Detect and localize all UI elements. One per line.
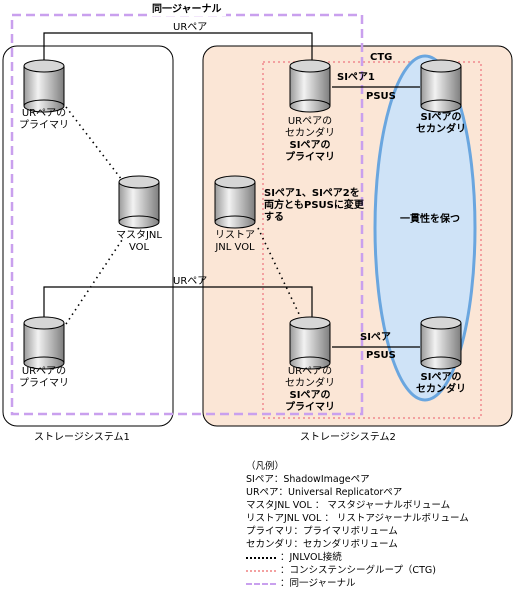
same-journal-title: 同一ジャーナル [148, 4, 226, 16]
ur-pair-label-top: URペア [173, 22, 208, 33]
cylinder-primary-top [23, 59, 65, 113]
ctg-label: CTG [370, 52, 393, 63]
secondary-bottom-label: URペアの セカンダリ SIペアの プライマリ [285, 366, 335, 413]
legend-symbol-row: ：同一ジャーナル [246, 577, 511, 590]
si-pair2-label: SIペア [360, 332, 391, 343]
secondary-top-label: URペアの セカンダリ SIペアの プライマリ [285, 116, 335, 163]
cylinder-restore-jnl [214, 175, 256, 229]
ctg-box [262, 61, 482, 419]
cylinder-secondary-top [289, 59, 331, 113]
primary-bottom-label: URペアの プライマリ [19, 366, 69, 389]
jnl-connection [65, 239, 123, 325]
si-secondary-bottom-label: SIペアの セカンダリ [416, 372, 466, 395]
storage-system-2-caption: ストレージシステム2 [300, 432, 396, 443]
legend-line: SIペア：ShadowImageペア [246, 474, 370, 485]
psus-label-1: PSUS [366, 91, 396, 102]
cylinder-si-secondary-top [420, 59, 462, 113]
psus-label-2: PSUS [366, 350, 396, 361]
restore-jnl-label: リストア JNL VOL [215, 230, 255, 253]
legend-line: セカンダリ：セカンダリボリューム [246, 539, 398, 550]
legend-title: （凡例） [246, 461, 285, 472]
consistency-label: 一貫性を保つ [400, 214, 460, 225]
psus-change-note: SIペア1、SIペア2を 両方ともPSUSに変更 する [264, 188, 364, 223]
legend-line: プライマリ：プライマリボリューム [246, 526, 398, 537]
cylinder-master-jnl [118, 175, 160, 229]
si-secondary-top-label: SIペアの セカンダリ [416, 112, 466, 135]
legend-line: URペア：Universal Replicatorペア [246, 487, 403, 498]
legend-symbol-row: ：JNLVOL接続 [246, 551, 511, 564]
consistency-ellipse [373, 54, 477, 402]
legend-line: リストアJNL VOL ： リストアジャーナルボリューム [246, 513, 469, 524]
storage-system-1-caption: ストレージシステム1 [34, 432, 130, 443]
legend-line: マスタJNL VOL ： マスタジャーナルボリューム [246, 500, 451, 511]
dotted-pink-line-icon [246, 564, 280, 577]
legend: （凡例） SIペア：ShadowImageペア URペア：Universal R… [246, 460, 511, 590]
primary-top-label: URペアの プライマリ [19, 108, 69, 131]
legend-symbol-row: ：コンシステンシーグループ（CTG) [246, 564, 511, 577]
dashed-purple-line-icon [246, 577, 280, 590]
master-jnl-label: マスタJNL VOL [115, 230, 162, 253]
cylinder-si-secondary-bottom [420, 316, 462, 370]
ur-pair-line-top [43, 32, 313, 66]
ur-pair-line-bottom [43, 286, 313, 322]
dotted-black-line-icon [246, 551, 280, 564]
cylinder-primary-bottom [23, 316, 65, 370]
si-pair1-label: SIペア1 [337, 72, 375, 83]
ur-pair-label-bottom: URペア [173, 276, 208, 287]
cylinder-secondary-bottom [289, 316, 331, 370]
